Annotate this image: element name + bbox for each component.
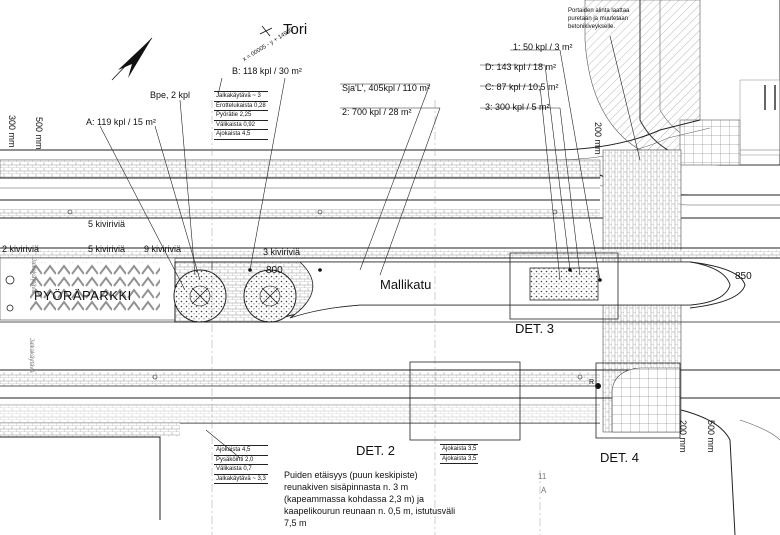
survey-point-icon (259, 25, 273, 37)
r-marker: R (589, 379, 595, 386)
dim-200: 200 mm (593, 122, 603, 155)
detail-4-label: DET. 4 (600, 450, 640, 465)
marker-dots (248, 268, 602, 282)
north-arrow-icon (111, 37, 153, 81)
section-table-mid: Ajokaista 3,5 Ajokaista 3,5 (440, 444, 479, 464)
dim-500-lower: 500 mm (706, 420, 716, 453)
stone-rows-9: 9 kiviriviä (144, 244, 182, 254)
quantity-1: 1: 50 kpl / 3 m² (513, 42, 573, 52)
left-vertical-note: Jalkakäytävä (30, 258, 36, 293)
grid-label-2: A (541, 486, 547, 495)
quantity-bpe: Bpe, 2 kpl (150, 90, 191, 100)
detail-3-label: DET. 3 (515, 321, 555, 336)
leader-lines (99, 35, 641, 459)
quantity-b: B: 118 kpl / 30 m² (232, 66, 302, 76)
stone-rows-5a: 5 kiviriviä (88, 219, 126, 229)
upper-street (0, 119, 780, 219)
section-table-top: Jalkakäytävä ~ 3 Erottelukaista 0,28 Pyö… (214, 91, 268, 140)
stair-area (584, 0, 780, 166)
tree-note: Puiden etäisyys (puun keskipiste) reunak… (284, 470, 456, 528)
quantity-a: A: 119 kpl / 15 m² (86, 117, 156, 127)
stone-rows-3: 3 kiviriviä (263, 247, 301, 257)
quantity-2: 2: 700 kpl / 28 m² (342, 107, 412, 117)
left-vertical-note-2: Jalkakäytävä (28, 338, 34, 373)
dim-300: 300 mm (7, 115, 17, 148)
det3-frame (509, 252, 619, 320)
stone-rows-5b: 5 kiviriviä (88, 244, 126, 254)
stone-rows-2: 2 kiviriviä (2, 244, 40, 254)
stair-note: Portaiden alinta laattaa puretaan ja muu… (568, 8, 630, 30)
det4-frame (595, 362, 681, 439)
dim-200-lower: 200 mm (678, 420, 688, 453)
square-name: Tori (283, 21, 308, 38)
detail-2-label: DET. 2 (356, 443, 396, 458)
quantity-c: C: 87 kpl / 10,5 m² (485, 82, 559, 92)
quantity-3: 3: 300 kpl / 5 m² (485, 102, 550, 112)
street-name: Mallikatu (380, 277, 432, 292)
dim-500: 500 mm (34, 117, 44, 150)
lower-street (0, 367, 780, 535)
quantity-sja: Sja'L', 405kpl / 110 m² (342, 83, 430, 93)
bike-parking-label: PYÖRÄPARKKI (34, 288, 132, 303)
quantity-d: D: 143 kpl / 18 m² (485, 62, 557, 72)
det2-frame (409, 361, 521, 441)
axis-lines (211, 100, 541, 535)
section-table-bottom: Ajokaista 4,5 Pysäköinti 2,0 Välikaista … (214, 445, 268, 484)
dim-850: 850 (735, 271, 752, 282)
grid-label: 11 (538, 472, 547, 481)
dim-800: 800 (266, 265, 283, 276)
